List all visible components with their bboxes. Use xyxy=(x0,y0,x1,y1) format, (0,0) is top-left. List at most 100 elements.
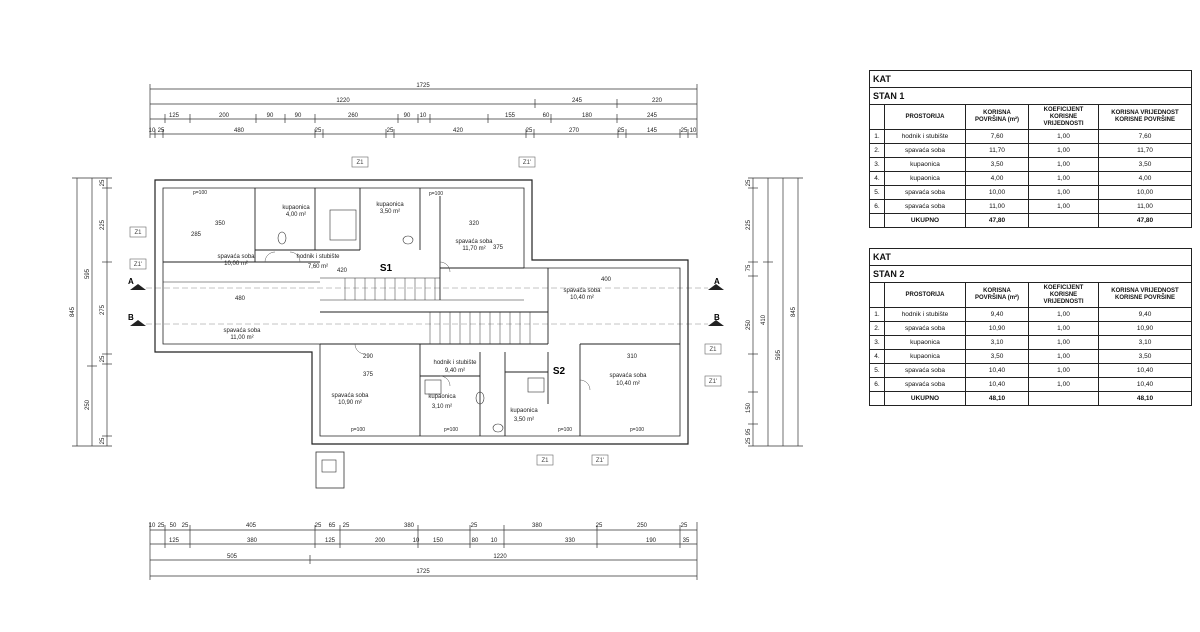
room-12-area: 10,40 m² xyxy=(616,381,640,387)
room-4-height: 375 xyxy=(493,245,504,251)
top-dimensions xyxy=(150,88,697,135)
row-area: 3,10 xyxy=(965,335,1029,350)
window-label-3: p=100 xyxy=(351,427,365,433)
row-area: 10,40 xyxy=(965,363,1029,378)
row-coef: 1,00 xyxy=(1028,377,1099,392)
table-1-grid: PROSTORIJA KORISNA POVRŠINA (m²) KOEFICI… xyxy=(869,104,1192,228)
room-4-width: 320 xyxy=(469,221,480,227)
dim-bot-r2-10: 190 xyxy=(646,538,657,544)
row-coef: 1,00 xyxy=(1028,199,1099,214)
tag-z1p-bottom: Z1' xyxy=(596,458,604,464)
table-row: 4. kupaonica 3,50 1,00 3,50 xyxy=(869,349,1192,364)
header-coef: KOEFICIJENT KORISNE VRIJEDNOSTI xyxy=(1028,104,1099,130)
tag-z1-left: Z1 xyxy=(134,230,142,236)
dim-bot-r1-9: 380 xyxy=(404,523,415,529)
row-value: 9,40 xyxy=(1098,307,1192,322)
dim-bot-r1-13: 250 xyxy=(637,523,648,529)
room-4-name: spavaća soba xyxy=(455,239,493,245)
dim-bot-r1-2: 25 xyxy=(158,523,165,529)
unit-label-s1: S1 xyxy=(380,263,393,274)
row-number: 4. xyxy=(869,349,885,364)
dim-top-r4-9: 25 xyxy=(618,128,625,134)
room-12-name: spavaća soba xyxy=(609,373,647,379)
total-blank xyxy=(869,213,885,228)
room-9-name: spavaća soba xyxy=(331,393,369,399)
room-9-height: 375 xyxy=(363,372,374,378)
total-blank xyxy=(869,391,885,406)
row-number: 6. xyxy=(869,199,885,214)
area-table-stan-1: KAT STAN 1 PROSTORIJA KORISNA POVRŠINA (… xyxy=(869,70,1192,228)
room-9-width: 290 xyxy=(363,354,374,360)
table-row: 5. spavaća soba 10,40 1,00 10,40 xyxy=(869,363,1192,378)
table-row: 6. spavaća soba 10,40 1,00 10,40 xyxy=(869,377,1192,392)
row-coef: 1,00 xyxy=(1028,363,1099,378)
dim-bot-r1-3: 50 xyxy=(170,523,177,529)
room-3-name: kupaonica xyxy=(376,202,404,208)
dim-right-6: 595 xyxy=(776,349,782,360)
chimney-flue xyxy=(321,459,337,473)
room-1-width: 350 xyxy=(215,221,226,227)
dim-top-r3-8: 155 xyxy=(505,113,516,119)
dim-bot-r2-8: 10 xyxy=(491,538,498,544)
dim-top-r3-2: 200 xyxy=(219,113,230,119)
dim-top-r3-3: 90 xyxy=(267,113,274,119)
room-4-area: 11,70 m² xyxy=(462,246,485,252)
room-1-name: spavaća soba xyxy=(217,254,255,260)
dim-bot-r2-11: 35 xyxy=(683,538,690,544)
dim-top-r4-6: 420 xyxy=(453,128,464,134)
row-value: 10,40 xyxy=(1098,377,1192,392)
room-5-area: 7,60 m² xyxy=(308,264,328,270)
dim-top-r4-11: 25 xyxy=(681,128,688,134)
dim-top-r3-5: 260 xyxy=(348,113,359,119)
room-5-name: hodnik i stubište xyxy=(296,254,340,260)
dim-top-r3-6: 90 xyxy=(404,113,411,119)
table-1-subtitle: STAN 1 xyxy=(869,87,1192,104)
dim-bot-r2-6: 150 xyxy=(433,538,444,544)
dim-top-r3-7: 10 xyxy=(420,113,427,119)
row-coef: 1,00 xyxy=(1028,321,1099,336)
row-value: 7,60 xyxy=(1098,129,1192,144)
dim-bot-r1-12: 25 xyxy=(596,523,603,529)
row-area: 11,70 xyxy=(965,143,1029,158)
total-value: 47,80 xyxy=(1098,213,1192,228)
dim-top-r3-1: 125 xyxy=(169,113,180,119)
room-11-name: kupaonica xyxy=(510,408,538,414)
row-number: 5. xyxy=(869,185,885,200)
floor-plan-drawing: 1725 1220 245 220 125 200 90 90 260 90 1… xyxy=(70,83,803,580)
header-room: PROSTORIJA xyxy=(884,282,966,308)
table-header-row: PROSTORIJA KORISNA POVRŠINA (m²) KOEFICI… xyxy=(869,282,1192,308)
header-area: KORISNA POVRŠINA (m²) xyxy=(965,104,1029,130)
row-room: spavaća soba xyxy=(884,377,966,392)
row-room: kupaonica xyxy=(884,349,966,364)
row-value: 10,90 xyxy=(1098,321,1192,336)
dim-top-r3-11: 245 xyxy=(647,113,658,119)
door-swings xyxy=(264,251,591,391)
window-label-2: p=100 xyxy=(429,191,443,197)
room-1-area: 10,00 m² xyxy=(224,261,248,267)
row-room: spavaća soba xyxy=(884,185,966,200)
total-coef-blank xyxy=(1028,391,1099,406)
table-row: 2. spavaća soba 10,90 1,00 10,90 xyxy=(869,321,1192,336)
tag-z1p-left: Z1' xyxy=(134,262,142,268)
row-value: 3,50 xyxy=(1098,349,1192,364)
dim-right-1: 25 xyxy=(746,179,752,186)
row-room: kupaonica xyxy=(884,157,966,172)
table-row: 3. kupaonica 3,10 1,00 3,10 xyxy=(869,335,1192,350)
dim-bot-r3-1: 505 xyxy=(227,554,238,560)
row-number: 2. xyxy=(869,143,885,158)
dim-top-r3-10: 180 xyxy=(582,113,593,119)
walls xyxy=(154,179,689,445)
row-value: 11,00 xyxy=(1098,199,1192,214)
dim-top-r3-9: 60 xyxy=(543,113,550,119)
dim-right-4: 250 xyxy=(746,319,752,330)
row-area: 3,50 xyxy=(965,349,1029,364)
room-5-width: 420 xyxy=(337,268,348,274)
room-2-name: kupaonica xyxy=(282,205,310,211)
dim-top-r4-7: 25 xyxy=(526,128,533,134)
row-room: spavaća soba xyxy=(884,143,966,158)
dim-left-4: 275 xyxy=(100,304,106,315)
dim-bot-total: 1725 xyxy=(416,569,430,575)
tag-z1-right: Z1 xyxy=(709,347,717,353)
table-row: 1. hodnik i stubište 9,40 1,00 9,40 xyxy=(869,307,1192,322)
total-area: 47,80 xyxy=(965,213,1029,228)
